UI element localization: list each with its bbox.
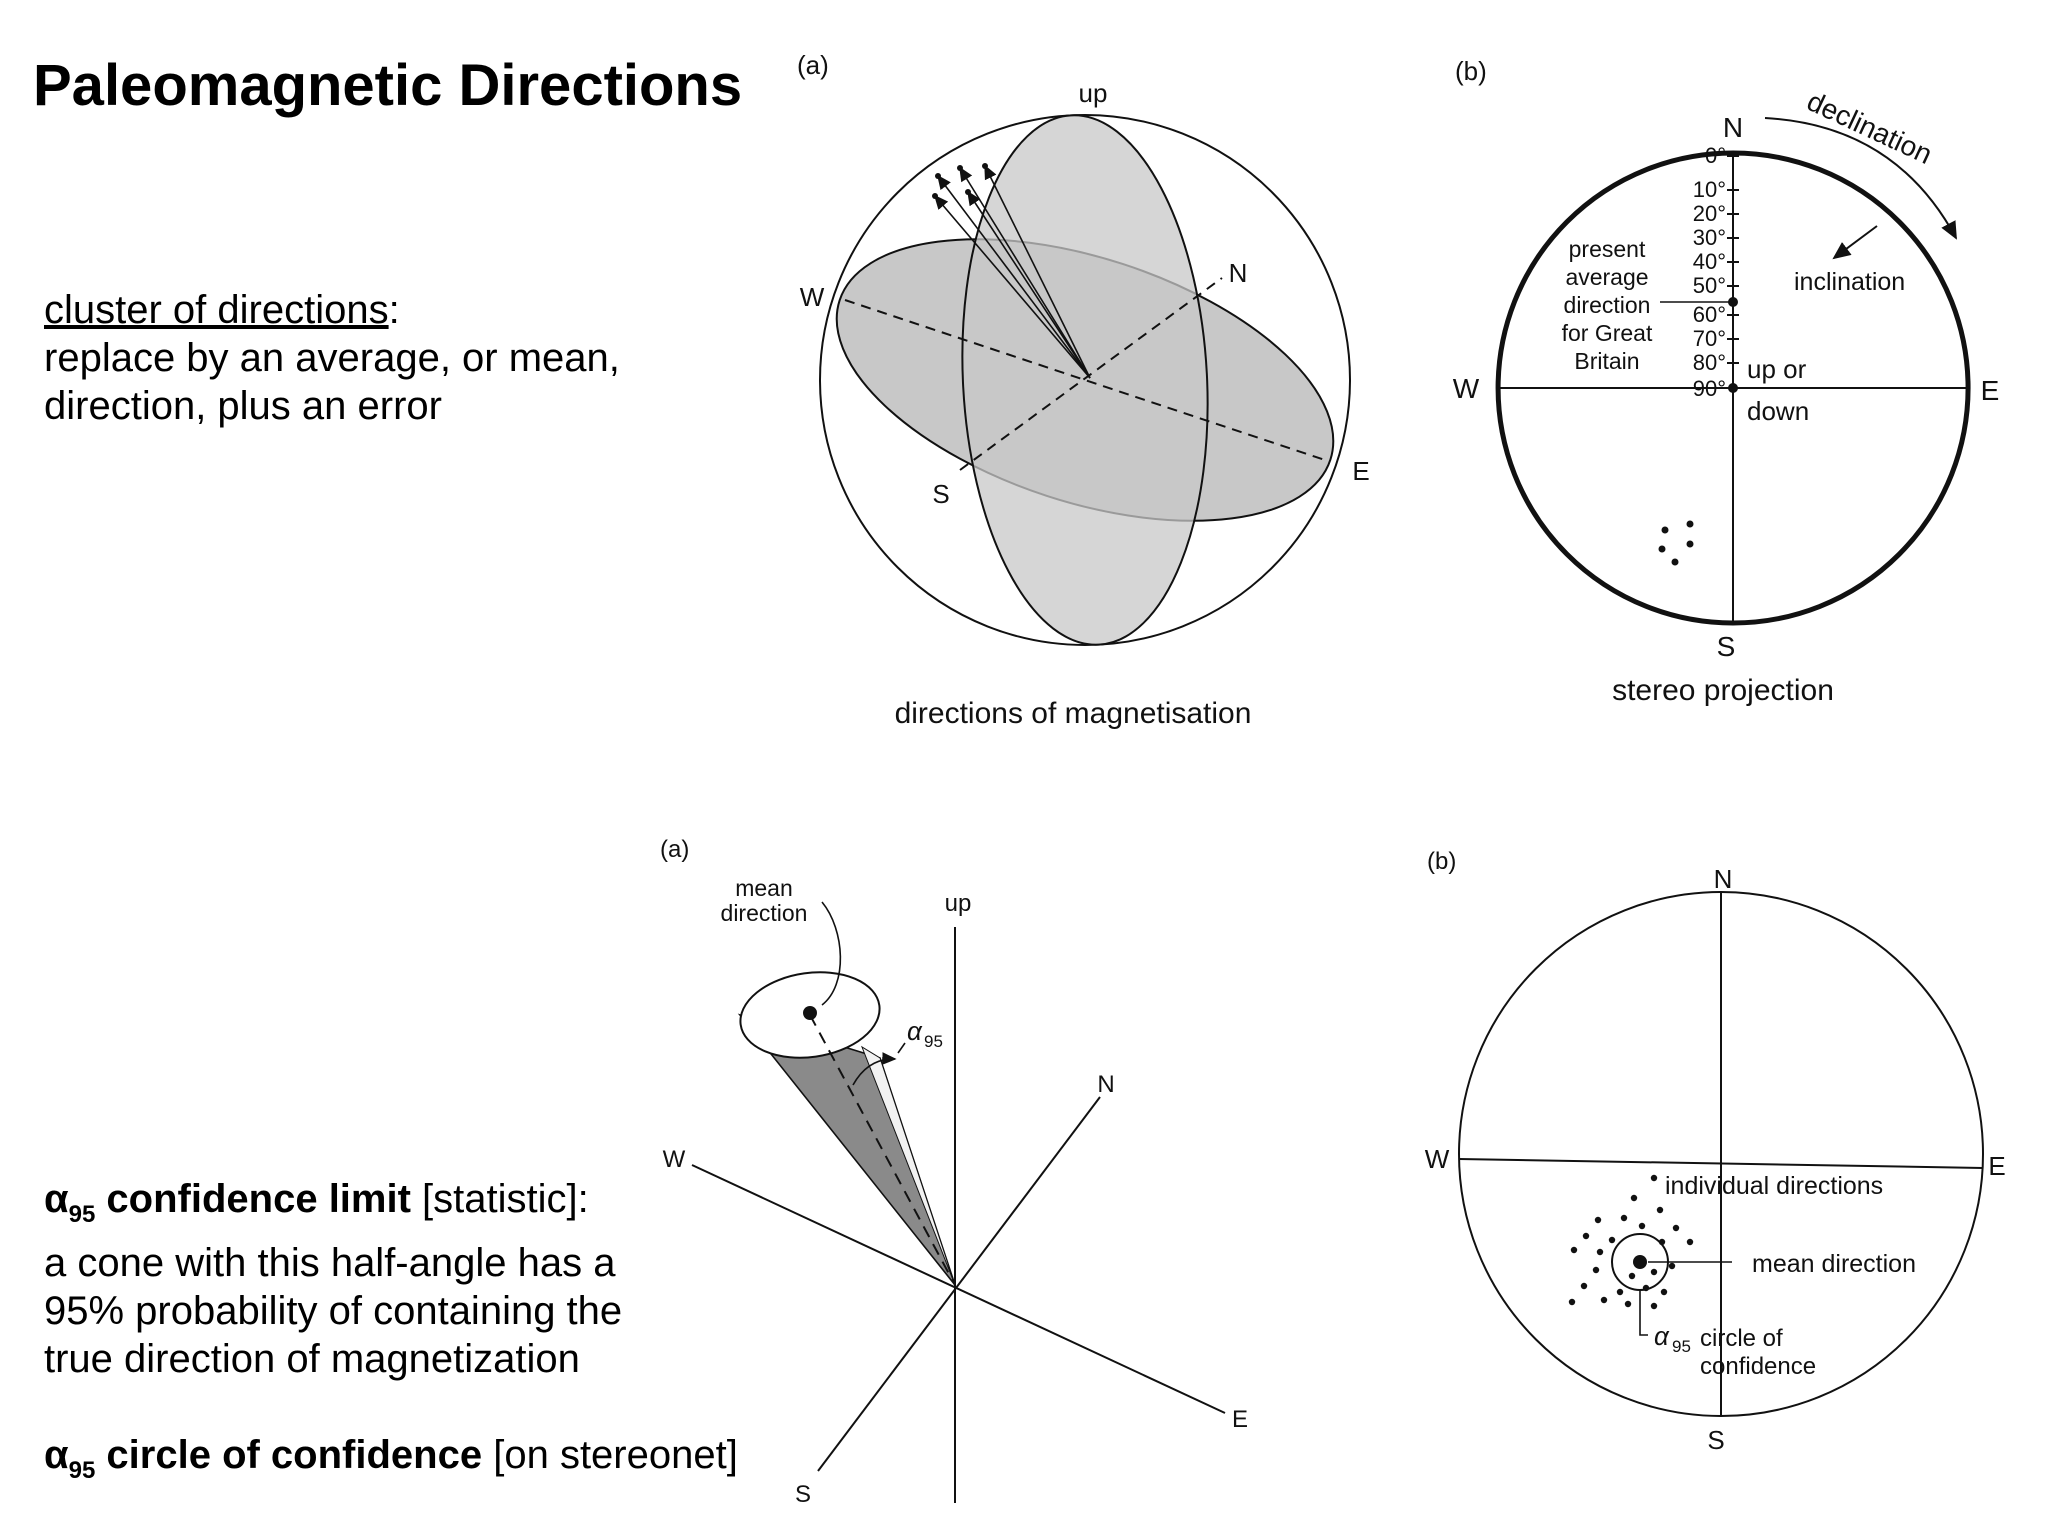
stereo-bottom-n: N xyxy=(1714,864,1733,894)
alpha95-cone xyxy=(737,1013,956,1286)
cone-highlight xyxy=(860,1045,956,1286)
cone-s-label: S xyxy=(795,1481,811,1508)
stereo-e: E xyxy=(1981,375,2000,406)
page-title: Paleomagnetic Directions xyxy=(33,53,743,118)
panel-label-top-b: (b) xyxy=(1455,56,1487,86)
cluster-description: cluster of directions: replace by an ave… xyxy=(44,286,620,430)
alpha-subscript: 95 xyxy=(68,1201,96,1228)
inclination-label: inclination xyxy=(1794,268,1905,296)
individual-direction-dots xyxy=(1568,1174,1694,1310)
stereo-bottom-s: S xyxy=(1707,1425,1724,1455)
present-line1: present xyxy=(1569,236,1646,262)
mean-direction-label: mean direction xyxy=(1752,1250,1916,1278)
alpha-limit-term: confidence limit xyxy=(106,1177,411,1221)
stereo-w: W xyxy=(1453,373,1480,404)
cone-w-label: W xyxy=(663,1146,686,1173)
up-or-label: up or xyxy=(1747,354,1807,384)
alpha-symbol: α xyxy=(44,1177,69,1221)
stereo-n: N xyxy=(1723,112,1743,143)
tick-10: 10° xyxy=(1693,177,1726,202)
tick-70: 70° xyxy=(1693,326,1726,351)
label-n: N xyxy=(1229,258,1248,288)
label-s: S xyxy=(932,479,949,509)
alpha95-sub: 95 xyxy=(924,1032,943,1051)
sn-axis xyxy=(959,277,1223,471)
mean-direction-point xyxy=(1633,1255,1647,1269)
cone-up-label: up xyxy=(945,890,972,917)
label-e: E xyxy=(1352,456,1369,486)
we-axis-bottom xyxy=(691,1164,1226,1414)
mean-label-1: mean xyxy=(735,875,793,901)
alpha95-arc xyxy=(852,1052,897,1086)
alpha95-circle-sub: 95 xyxy=(1672,1337,1691,1356)
confidence-label: confidence xyxy=(1700,1353,1816,1380)
sn-axis-bottom xyxy=(817,1096,1101,1472)
mean-direction-axis xyxy=(809,1014,956,1286)
tick-60: 60° xyxy=(1693,302,1726,327)
circle-of-label: circle of xyxy=(1700,1325,1783,1352)
present-line2: average xyxy=(1565,264,1648,290)
cone-e-label: E xyxy=(1232,1406,1248,1433)
figure-top-a: (a) up W N S E directions of magnetisati… xyxy=(797,50,1370,730)
label-w: W xyxy=(800,282,825,312)
alpha-description: α95 confidence limit [statistic]: a cone… xyxy=(44,1175,738,1495)
sphere-outline xyxy=(819,114,1351,646)
present-line4: for Great xyxy=(1562,320,1653,346)
alpha-symbol-2: α xyxy=(44,1433,69,1477)
declination-arrow xyxy=(1764,117,1957,240)
tick-50: 50° xyxy=(1693,273,1726,298)
figure-bottom-b: (b) individual directions mean direction… xyxy=(1425,848,2006,1455)
alpha-circle-note: [on stereonet] xyxy=(493,1433,738,1477)
panel-label-bottom-b: (b) xyxy=(1427,848,1456,875)
alpha95-leader xyxy=(897,1042,906,1054)
alpha-subscript-2: 95 xyxy=(68,1457,96,1484)
cluster-line2: direction, plus an error xyxy=(44,384,442,428)
mean-direction-leader xyxy=(821,901,842,1006)
cluster-colon: : xyxy=(388,288,400,332)
stereo-bottom-e: E xyxy=(1988,1151,2005,1181)
present-line3: direction xyxy=(1564,292,1651,318)
vertical-direction-dot xyxy=(1728,383,1738,393)
cluster-heading: cluster of directions xyxy=(44,288,389,332)
alpha95-circle-symbol: α xyxy=(1654,1321,1670,1351)
mean-direction-dot xyxy=(803,1006,817,1020)
down-label: down xyxy=(1747,396,1809,426)
stereo-s: S xyxy=(1717,631,1736,662)
direction-cluster-dots xyxy=(1658,520,1694,566)
inclination-arrow xyxy=(1832,225,1878,260)
stereo-bottom-w: W xyxy=(1425,1144,1450,1174)
tick-30: 30° xyxy=(1693,225,1726,250)
inclination-ticks xyxy=(1727,155,1739,364)
figure-top-b: (b) 0° 10° 20° 30° 40° 50° 60° 70° 80° 9… xyxy=(1453,56,2000,707)
individual-directions-label: individual directions xyxy=(1665,1172,1883,1200)
alpha-circle-term: circle of confidence xyxy=(106,1433,483,1477)
figure-bottom-a: (a) mean direction α 95 up N W E S xyxy=(660,836,1248,1508)
tick-40: 40° xyxy=(1693,249,1726,274)
alpha95-symbol: α xyxy=(907,1016,923,1046)
cone-n-label: N xyxy=(1097,1071,1114,1098)
present-line5: Britain xyxy=(1574,348,1639,374)
caption-top-b: stereo projection xyxy=(1612,674,1834,707)
mean-label-2: direction xyxy=(721,900,808,926)
tick-20: 20° xyxy=(1693,201,1726,226)
alpha-def3: true direction of magnetization xyxy=(44,1337,580,1381)
tick-80: 80° xyxy=(1693,350,1726,375)
tick-0: 0° xyxy=(1705,143,1726,168)
alpha-limit-note: [statistic]: xyxy=(422,1177,589,1221)
panel-label-bottom-a: (a) xyxy=(660,836,689,863)
caption-top-a: directions of magnetisation xyxy=(895,697,1252,730)
alpha-def1: a cone with this half-angle has a xyxy=(44,1241,616,1285)
alpha-def2: 95% probability of containing the xyxy=(44,1289,623,1333)
vertical-plane xyxy=(961,114,1209,646)
magnetisation-arrows xyxy=(932,163,1091,379)
cluster-line1: replace by an average, or mean, xyxy=(44,336,620,380)
label-up: up xyxy=(1079,78,1108,108)
tick-90: 90° xyxy=(1693,376,1726,401)
alpha95-circle-pointer xyxy=(1639,1290,1648,1336)
panel-label-top-a: (a) xyxy=(797,50,829,80)
